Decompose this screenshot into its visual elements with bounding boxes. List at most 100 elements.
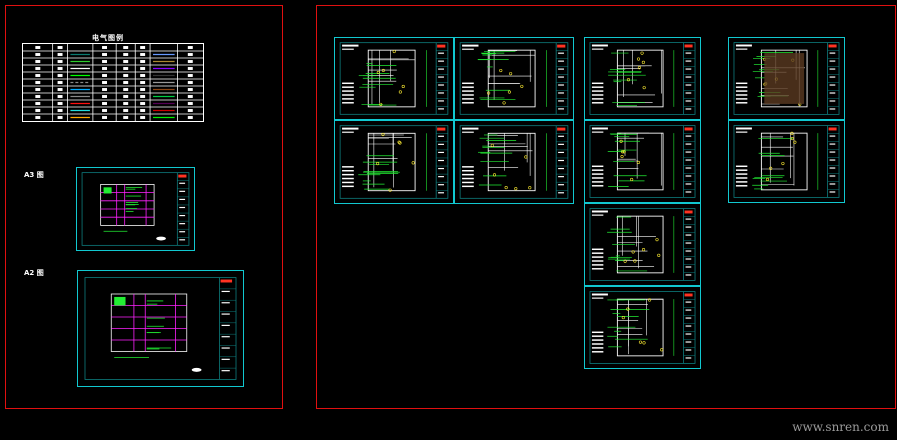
legend-symbol (102, 95, 108, 98)
sheet-drawing (589, 208, 696, 281)
fixture-symbol (781, 161, 785, 166)
drawing-sheet[interactable] (77, 270, 244, 387)
drawing-sheet[interactable] (584, 37, 701, 120)
fixture-symbol (528, 186, 532, 190)
title-block-text (438, 176, 444, 178)
title-block-text (829, 143, 836, 145)
legend-symbol (57, 67, 63, 70)
inner-border (84, 277, 237, 380)
drawing-sheet[interactable] (454, 37, 574, 120)
legend-note (591, 185, 604, 187)
title-block-text (685, 159, 692, 161)
sheet-title-text (342, 127, 359, 130)
title-block-text (829, 84, 836, 86)
title-block-text (221, 313, 230, 315)
legend-note (591, 173, 604, 175)
legend-symbol (35, 74, 41, 77)
fixture-symbol (499, 68, 503, 73)
title-block-text (558, 159, 564, 162)
fixture-symbol (398, 90, 402, 94)
legend-note (591, 351, 604, 353)
watermark: www.snren.com (792, 420, 889, 434)
legend-symbol (140, 109, 146, 112)
title-block-text (685, 341, 692, 343)
title-block-text (829, 100, 836, 102)
title-block-text (438, 192, 444, 194)
sheet-note-text (462, 131, 474, 134)
title-block-text (829, 108, 836, 110)
legend-symbol (187, 116, 193, 119)
fixture-symbol (509, 72, 513, 76)
drawing-sheet[interactable] (334, 37, 454, 120)
legend-symbol (123, 53, 129, 56)
title-block-text (685, 100, 692, 102)
drawing-sheet[interactable] (76, 167, 195, 251)
legend-symbol (187, 46, 193, 49)
legend-symbol (187, 88, 193, 91)
drawing-sheet[interactable] (584, 120, 701, 203)
legend-note (462, 177, 474, 180)
legend-symbol (140, 46, 146, 49)
title-block-text (685, 52, 692, 54)
legend-note (735, 98, 748, 100)
fixture-symbol (657, 253, 661, 257)
title-block-text (438, 108, 444, 110)
fixture-symbol (392, 49, 396, 54)
sheet-title-text (735, 44, 752, 47)
title-block-text (179, 206, 186, 209)
system-diagram-box (100, 184, 155, 226)
legend-symbol (35, 116, 41, 119)
legend-note (462, 170, 474, 172)
drawing-sheet[interactable] (728, 37, 845, 120)
title-block-text (558, 192, 564, 194)
legend-note (462, 86, 474, 88)
fixture-symbol (401, 84, 405, 89)
sheet-note-text (591, 48, 604, 50)
title-block-text (221, 290, 230, 293)
company-logo (557, 44, 566, 48)
fixture-symbol (502, 101, 506, 105)
title-block-text (438, 84, 444, 86)
legend-note (591, 169, 604, 171)
legend-symbol (102, 74, 108, 77)
legend-symbol (35, 67, 41, 70)
sheet-note-text (591, 214, 604, 216)
legend-note (591, 335, 604, 337)
drawing-sheet[interactable] (584, 203, 701, 286)
legend-note (591, 102, 604, 104)
drawing-sheet[interactable] (454, 120, 574, 204)
legend-note (591, 339, 604, 341)
legend-symbol (102, 60, 108, 63)
title-block-text (438, 76, 444, 78)
title-block-text (179, 239, 186, 241)
title-block-text (438, 151, 444, 154)
sheet-drawing (589, 291, 696, 364)
fixture-symbol (633, 259, 637, 263)
fixture-symbol (619, 139, 623, 143)
title-block-text (179, 214, 186, 217)
legend-symbol (140, 74, 146, 77)
title-block-text (829, 159, 836, 161)
title-block-text (829, 68, 836, 70)
legend-symbol (35, 109, 41, 112)
fixture-symbol (623, 259, 627, 263)
drawing-sheet[interactable] (334, 120, 454, 204)
title-block-text (685, 317, 692, 319)
legend-note (462, 98, 474, 100)
fixture-symbol (638, 340, 643, 344)
fixture-symbol (620, 150, 625, 154)
drawing-sheet[interactable] (728, 120, 845, 203)
legend-symbol (187, 109, 193, 112)
drawing-sheet[interactable] (584, 286, 701, 369)
legend-symbol (123, 67, 129, 70)
legend-symbol (123, 60, 129, 63)
legend-symbol (35, 102, 41, 105)
sheet-drawing (84, 277, 237, 380)
legend-symbol (102, 102, 108, 105)
legend-note (591, 347, 604, 349)
title-block-text (685, 60, 692, 62)
legend-note (342, 185, 354, 188)
title-block-text (221, 302, 230, 304)
legend-symbol (35, 53, 41, 56)
fixture-symbol (641, 60, 645, 64)
